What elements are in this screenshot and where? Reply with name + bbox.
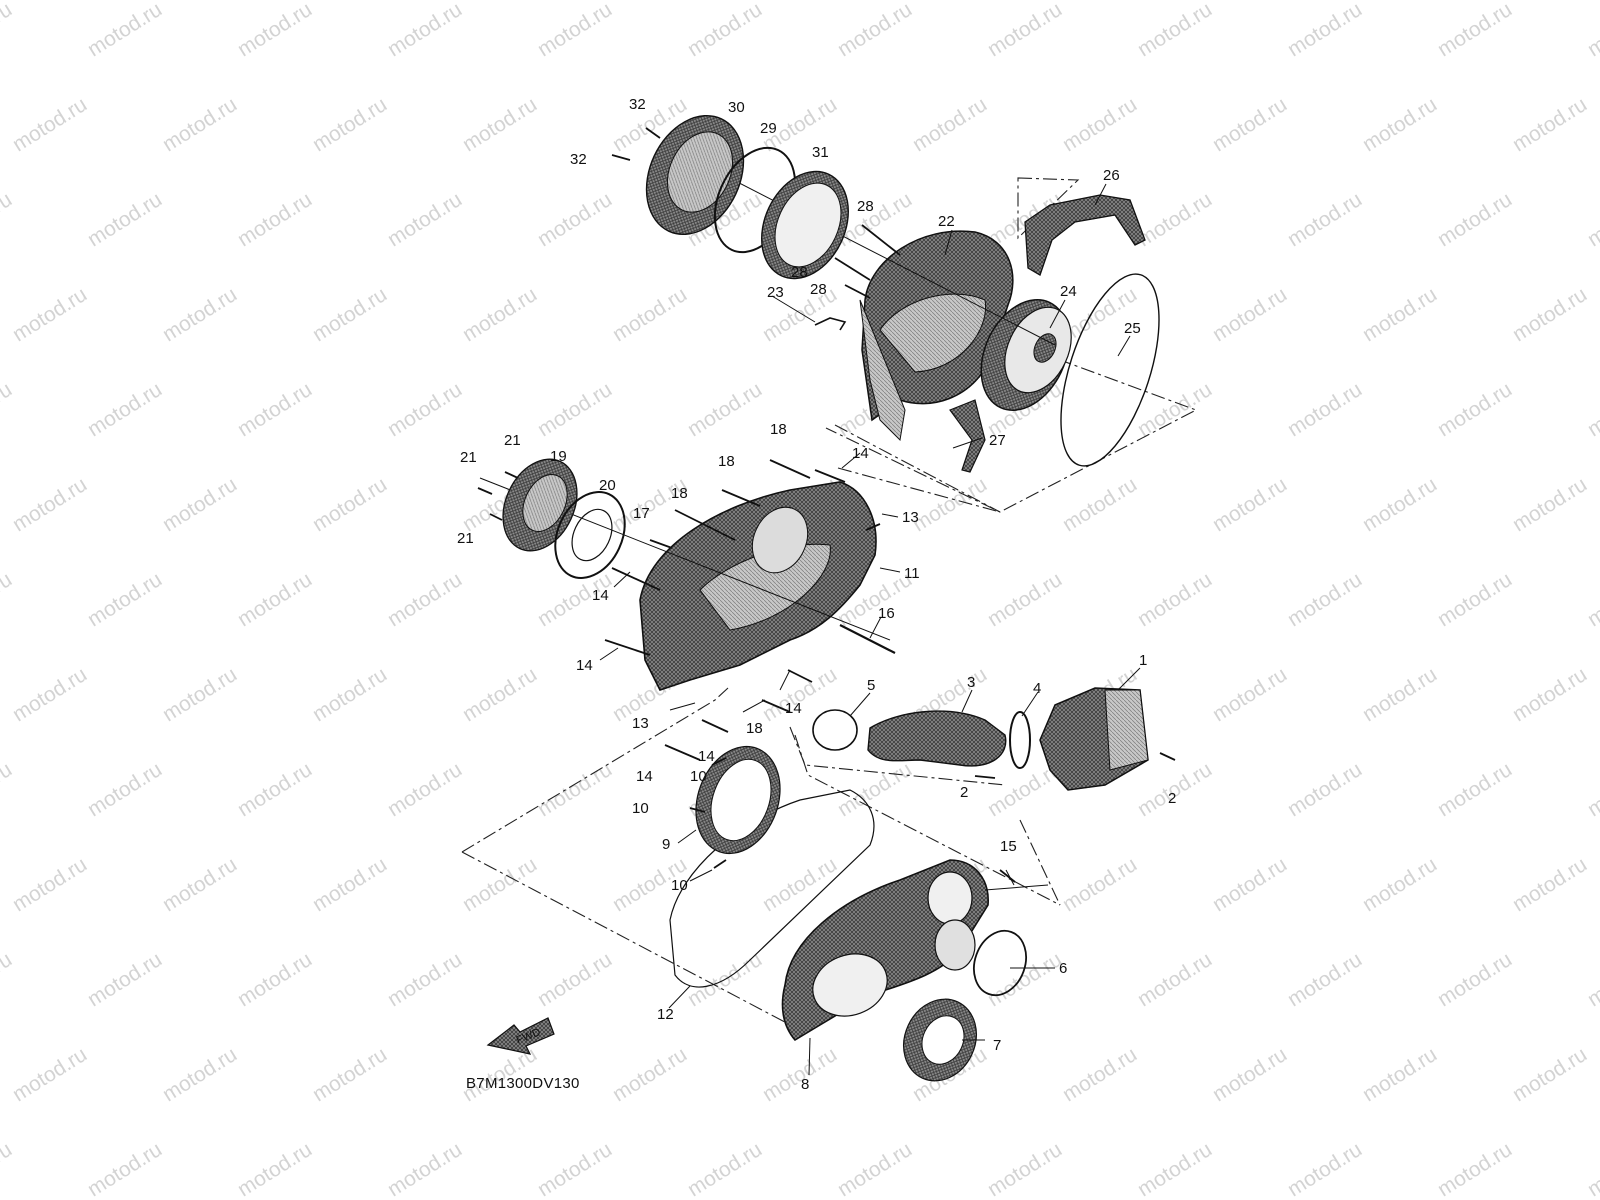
callout-28: 28 [810, 281, 827, 298]
clamp-4 [1009, 711, 1031, 769]
hose-3 [867, 710, 1007, 767]
callout-14: 14 [852, 445, 869, 462]
callout-17: 17 [633, 505, 650, 522]
callout-29: 29 [760, 120, 777, 137]
intake-assembly [789, 687, 1176, 791]
callout-18: 18 [746, 720, 763, 737]
callout-31: 31 [812, 144, 829, 161]
callout-23: 23 [767, 284, 784, 301]
callout-9: 9 [662, 836, 670, 853]
callout-14: 14 [698, 748, 715, 765]
callout-18: 18 [718, 453, 735, 470]
callout-28: 28 [791, 264, 808, 281]
callout-10: 10 [632, 800, 649, 817]
upper-assembly [674, 149, 1198, 513]
callout-30: 30 [728, 99, 745, 116]
cover-30 [645, 114, 745, 236]
plate-31 [761, 170, 849, 280]
callout-4: 4 [1033, 680, 1041, 697]
callout-2: 2 [1168, 790, 1176, 807]
diagram-code: B7M1300DV130 [466, 1075, 580, 1092]
callout-22: 22 [938, 213, 955, 230]
callout-10: 10 [671, 877, 688, 894]
callout-16: 16 [878, 605, 895, 622]
callout-27: 27 [989, 432, 1006, 449]
callout-8: 8 [801, 1076, 809, 1093]
bracket-27 [949, 399, 986, 473]
callout-5: 5 [867, 677, 875, 694]
seal-9 [695, 745, 781, 855]
callout-25: 25 [1124, 320, 1141, 337]
callout-10: 10 [690, 768, 707, 785]
top-cover-stack [611, 114, 849, 280]
callout-26: 26 [1103, 167, 1120, 184]
callout-13: 13 [902, 509, 919, 526]
callout-20: 20 [599, 477, 616, 494]
callout-28: 28 [857, 198, 874, 215]
callout-11: 11 [904, 565, 920, 582]
callout-2: 2 [960, 784, 968, 801]
gasket-12 [669, 789, 875, 988]
callout-1: 1 [1139, 652, 1147, 669]
callout-32: 32 [570, 151, 587, 168]
callout-15: 15 [1000, 838, 1017, 855]
callout-21: 21 [504, 432, 521, 449]
leader-lines [599, 183, 1141, 1076]
ring-7 [903, 998, 977, 1082]
clamp-5 [812, 709, 858, 751]
callout-18: 18 [770, 421, 787, 438]
ring-6 [973, 929, 1027, 997]
callout-12: 12 [657, 1006, 674, 1023]
lower-assembly [669, 745, 1049, 1082]
callout-14: 14 [636, 768, 653, 785]
duct-26 [1024, 194, 1146, 276]
callout-3: 3 [967, 674, 975, 691]
gasket-20 [554, 491, 626, 579]
long-bolt-16 [839, 624, 896, 654]
callout-7: 7 [993, 1037, 1001, 1054]
fwd-arrow: FWD [486, 1017, 555, 1055]
callout-18: 18 [671, 485, 688, 502]
callout-32: 32 [629, 96, 646, 113]
seal-ring-25 [1060, 273, 1160, 467]
callout-24: 24 [1060, 283, 1077, 300]
callout-14: 14 [592, 587, 609, 604]
pulley-24 [980, 299, 1072, 411]
callout-21: 21 [457, 530, 474, 547]
callout-14: 14 [576, 657, 593, 674]
callout-19: 19 [550, 448, 567, 465]
callout-labels: 1 2 2 3 4 5 6 7 8 9 10 10 10 11 12 13 13… [457, 96, 1176, 1093]
callout-21: 21 [460, 449, 477, 466]
callout-6: 6 [1059, 960, 1067, 977]
middle-assembly [461, 458, 1061, 1031]
cover-19 [502, 458, 578, 552]
callout-13: 13 [632, 715, 649, 732]
callout-14: 14 [785, 700, 802, 717]
